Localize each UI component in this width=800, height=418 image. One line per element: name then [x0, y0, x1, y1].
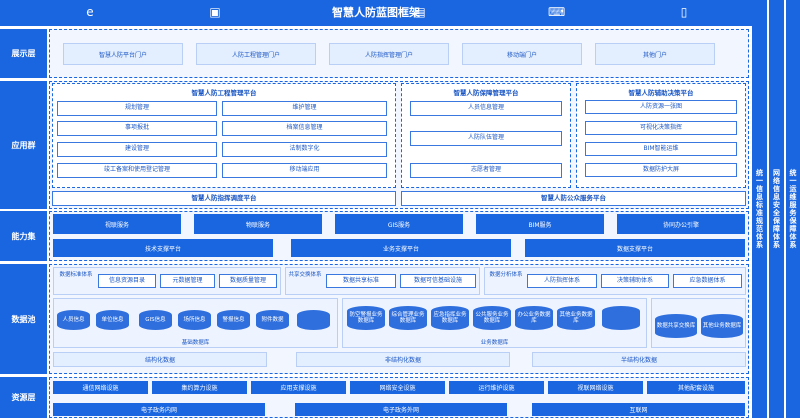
resource-box: 网络安全设施	[350, 381, 445, 394]
platform-box: 技术支撑平台	[53, 239, 273, 257]
resource-box: 集约算力设施	[152, 381, 247, 394]
db-cylinder: 其他业务数据库	[557, 306, 595, 330]
data-type-box: 结构化数据	[53, 352, 267, 367]
db-cylinder: GIS信息	[139, 310, 172, 330]
service-box: 协同办公引擎	[617, 214, 745, 234]
row-label-resource: 资源层	[0, 377, 47, 418]
portal-box: 移动端门户	[462, 43, 582, 65]
service-box: 物联服务	[194, 214, 322, 234]
resource-box: 视联网络设施	[548, 381, 643, 394]
db-cylinder: 其他业务数据库	[701, 314, 743, 338]
service-box: GIS服务	[335, 214, 463, 234]
ops-bar: 统一运维服务保障体系	[786, 0, 800, 418]
mobile-icon: ▯	[680, 5, 688, 19]
db-cylinder	[602, 306, 640, 330]
network-box: 电子政务外网	[295, 403, 507, 416]
app-item: 档案信息管理	[222, 121, 387, 136]
command-platform: 智慧人防指挥调度平台	[52, 191, 396, 206]
app-item: 规划管理	[57, 101, 217, 116]
portal-box: 其他门户	[595, 43, 715, 65]
resource-box: 运行维护设施	[449, 381, 544, 394]
data-item: 元数据管理	[160, 274, 215, 288]
public-platform: 智慧人防公众服务平台	[401, 191, 746, 206]
portal-box: 人防工程管理门户	[196, 43, 316, 65]
db-cylinder: 数据共享交换库	[655, 314, 697, 338]
network-box: 互联网	[532, 403, 745, 416]
tablet-icon: ▣	[209, 5, 221, 19]
platform-box: 业务支撑平台	[291, 239, 511, 257]
standards-bar: 统一信息标准规范体系	[752, 0, 767, 418]
db-cylinder: 应急指挥业务数据库	[431, 306, 469, 330]
platform-box: 数据支撑平台	[525, 239, 745, 257]
db-cylinder: 综合管理业务数据库	[389, 306, 427, 330]
network-box: 电子政务内网	[53, 403, 265, 416]
app-item: 竣工备案和使用登记管理	[57, 163, 217, 178]
app-item: 人防队伍管理	[410, 131, 562, 146]
row-label-app: 应用群	[0, 81, 47, 209]
app-item: 志愿者管理	[410, 163, 562, 178]
service-box: BIM服务	[476, 214, 604, 234]
row-label-data: 数据池	[0, 264, 47, 374]
header-bar: e ▣ 智慧人防蓝图框架 ▤ ⌨ ▯	[0, 0, 752, 26]
data-item: 数据可信基础设施	[400, 274, 476, 288]
security-bar: 网络信息安全保障体系	[769, 0, 784, 418]
group-label: 数据分析体系	[489, 272, 523, 278]
security-title: 智慧人防保障管理平台	[453, 89, 519, 97]
db-cylinder: 场所信息	[178, 310, 211, 330]
data-type-box: 非结构化数据	[296, 352, 510, 367]
db-cylinder: 公共服务业务数据库	[473, 306, 511, 330]
app-item: 人防资源一张图	[585, 100, 737, 114]
app-item: 数据防护大屏	[585, 163, 737, 177]
app-item: 维护管理	[222, 101, 387, 116]
app-item: 建设管理	[57, 142, 217, 157]
group-label: 共享交换体系	[288, 272, 322, 278]
data-item: 人防指挥体系	[527, 274, 597, 288]
db-cylinder: 单位信息	[96, 310, 129, 330]
portal-box: 智慧人防平台门户	[63, 43, 183, 65]
browser-icon: e	[86, 5, 94, 19]
app-item: 事项报批	[57, 121, 217, 136]
db-cylinder	[297, 310, 330, 330]
basic-db-label: 基础数据库	[181, 340, 210, 346]
row-label-capability: 能力集	[0, 211, 47, 261]
data-type-box: 半结构化数据	[532, 352, 746, 367]
app-item: 法制数字化	[222, 142, 387, 157]
row-label-display: 展示层	[0, 29, 47, 78]
app-item: 人员信息管理	[410, 101, 562, 116]
db-cylinder: 防空警报业务数据库	[347, 306, 385, 330]
db-cylinder: 附件数据	[256, 310, 289, 330]
resource-box: 通信网络设施	[53, 381, 148, 394]
resource-box: 应用支撑设施	[251, 381, 346, 394]
data-item: 数据共享标准	[326, 274, 396, 288]
resource-box: 其他配套设施	[647, 381, 745, 394]
app-item: 移动端应用	[222, 163, 387, 178]
service-box: 视联服务	[53, 214, 181, 234]
db-cylinder: 人员信息	[57, 310, 90, 330]
biz-db-label: 业务数据库	[480, 340, 509, 346]
app-item: BIM智能运维	[585, 142, 737, 156]
app-item: 可视化决策指挥	[585, 121, 737, 135]
diagram-title: 智慧人防蓝图框架	[332, 6, 420, 19]
data-item: 应急数据体系	[673, 274, 742, 288]
decision-title: 智慧人防辅助决策平台	[628, 89, 694, 97]
document-icon: ▤	[414, 5, 426, 19]
db-cylinder: 办公业务数据库	[515, 306, 553, 330]
db-cylinder: 警报信息	[217, 310, 250, 330]
data-item: 决策辅助体系	[601, 274, 669, 288]
portal-box: 人防指挥管理门户	[329, 43, 449, 65]
keyboard-icon: ⌨	[548, 5, 566, 19]
data-item: 信息资源目录	[98, 274, 156, 288]
group-label: 数据标准体系	[59, 272, 93, 278]
data-item: 数据质量管理	[219, 274, 277, 288]
engineering-title: 智慧人防工程管理平台	[191, 89, 257, 97]
